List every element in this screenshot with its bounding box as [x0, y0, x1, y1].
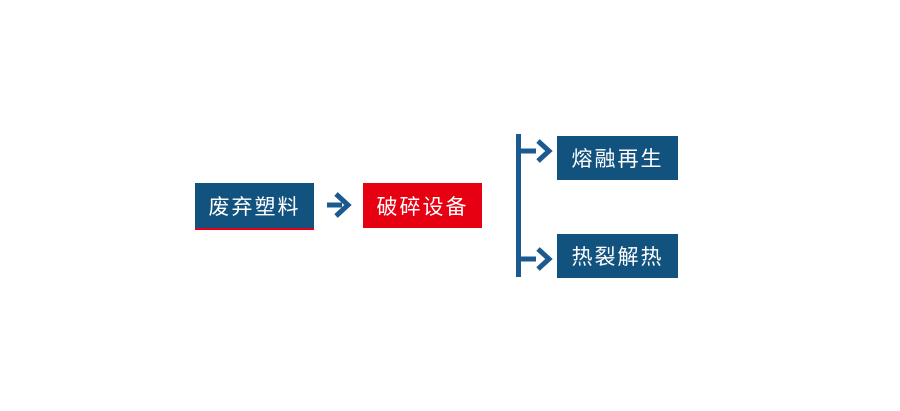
node-waste-plastic: 废弃塑料: [195, 183, 314, 230]
branch-right-arrow-icon: [519, 139, 553, 163]
right-arrow-icon: [327, 192, 352, 218]
node-melt-regeneration: 熔融再生: [557, 136, 678, 180]
node-crushing-equipment: 破碎设备: [363, 183, 482, 228]
node-pyrolysis-heat: 热裂解热: [557, 234, 678, 278]
branch-right-arrow-icon: [519, 247, 553, 271]
